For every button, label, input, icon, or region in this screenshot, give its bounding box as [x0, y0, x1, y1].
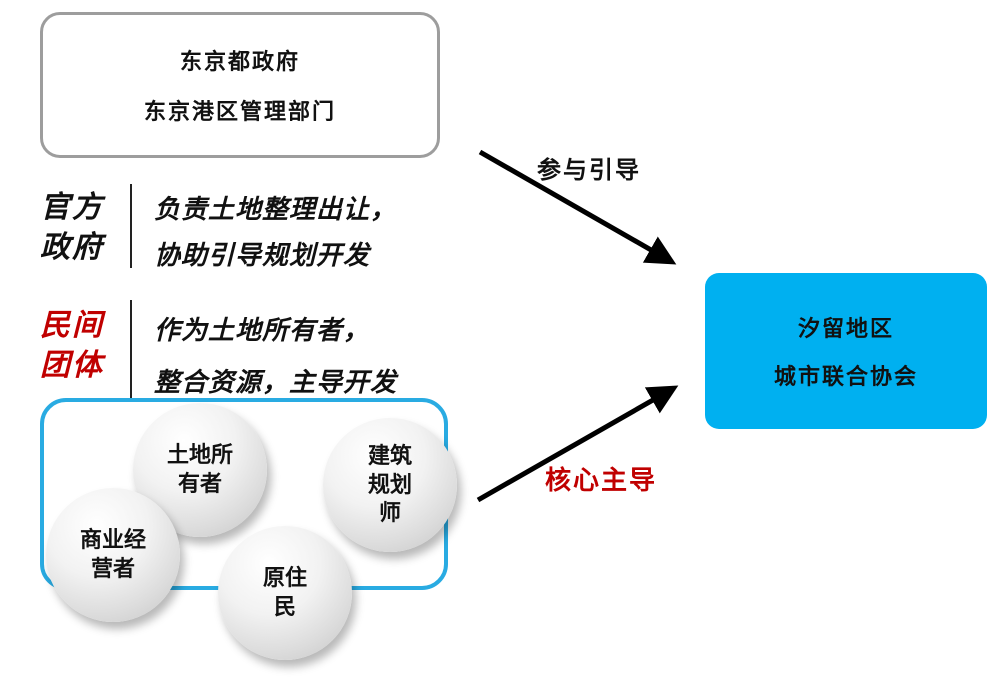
- official-government-label: 官方 政府: [40, 191, 104, 264]
- civil-description: 作为土地所有者， 整合资源，主导开发: [154, 315, 398, 397]
- target-box-line2: 城市联合协会: [773, 364, 918, 389]
- circle-business-operator: 商业经 营者: [46, 488, 180, 622]
- official-divider-line: [130, 184, 132, 268]
- gov-box-line1: 东京都政府: [179, 49, 300, 74]
- circle-original-residents: 原住 民: [218, 526, 352, 660]
- tokyo-government-box: 东京都政府 东京港区管理部门: [40, 12, 440, 158]
- shiodome-association-box: 汐留地区 城市联合协会: [705, 273, 987, 429]
- civil-divider-line: [130, 300, 132, 400]
- participation-arrow-label: 参与引导: [537, 157, 641, 184]
- target-box-line1: 汐留地区: [797, 316, 894, 341]
- gov-box-line2: 东京港区管理部门: [143, 99, 336, 124]
- circle-architect-planner: 建筑 规划 师: [323, 418, 457, 552]
- official-description: 负责土地整理出让， 协助引导规划开发: [154, 194, 398, 270]
- core-lead-arrow-label: 核心主导: [545, 465, 658, 495]
- civil-group-label: 民间 团体: [40, 309, 104, 382]
